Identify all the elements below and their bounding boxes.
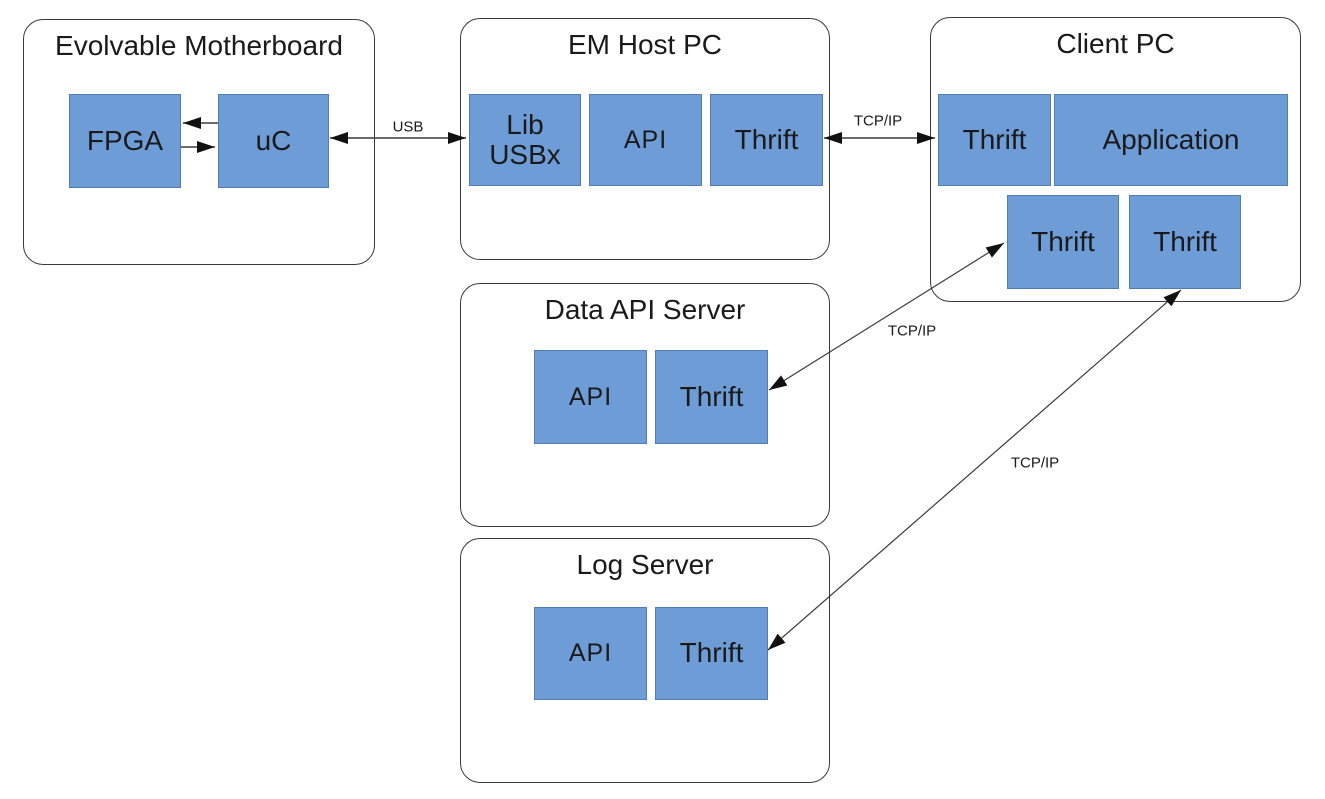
node-libusbx: Lib USBx xyxy=(469,94,581,186)
node-label: Thrift xyxy=(679,380,744,412)
node-uc: uC xyxy=(218,94,329,188)
node-label: Thrift xyxy=(679,637,744,669)
container-client-pc: Client PC Thrift Application Thrift Thri… xyxy=(930,17,1301,302)
node-label: API xyxy=(568,639,613,667)
connection-label-tcpip-dataapi-client: TCP/IP xyxy=(887,322,937,340)
node-label: FPGA xyxy=(86,124,164,156)
node-thrift: Thrift xyxy=(655,350,768,444)
node-label: Thrift xyxy=(1153,225,1217,257)
node-api: API xyxy=(589,94,702,186)
connection-label-tcpip-log-client: TCP/IP xyxy=(1010,454,1060,472)
node-thrift-lower-right: Thrift xyxy=(1129,195,1241,289)
node-label: Thrift xyxy=(962,123,1027,155)
node-api: API xyxy=(534,350,647,444)
container-data-api-server: Data API Server API Thrift xyxy=(460,283,830,527)
node-thrift: Thrift xyxy=(655,607,768,700)
node-thrift: Thrift xyxy=(938,94,1051,186)
node-application: Application xyxy=(1054,94,1288,186)
node-label: Lib USBx xyxy=(489,108,561,170)
node-thrift: Thrift xyxy=(710,94,823,186)
container-title: Client PC xyxy=(1056,28,1175,59)
container-title: Log Server xyxy=(576,549,714,580)
node-label: uC xyxy=(255,124,292,156)
node-thrift-lower-left: Thrift xyxy=(1007,195,1119,289)
container-evolvable-motherboard: Evolvable Motherboard FPGA uC xyxy=(23,19,375,265)
node-label: Application xyxy=(1102,123,1240,155)
container-title: Data API Server xyxy=(544,294,746,325)
container-title: EM Host PC xyxy=(567,29,723,60)
node-label: Thrift xyxy=(734,123,799,155)
container-title: Evolvable Motherboard xyxy=(55,30,343,61)
node-label: API xyxy=(568,382,613,411)
node-label: Thrift xyxy=(1031,225,1095,257)
connection-label-tcpip-host-client: TCP/IP xyxy=(853,112,903,130)
container-log-server: Log Server API Thrift xyxy=(460,538,830,783)
container-em-host-pc: EM Host PC Lib USBx API Thrift xyxy=(460,18,830,260)
connection-label-usb: USB xyxy=(392,118,424,136)
node-api: API xyxy=(534,607,647,700)
node-fpga: FPGA xyxy=(69,94,181,188)
node-label: API xyxy=(623,125,668,154)
